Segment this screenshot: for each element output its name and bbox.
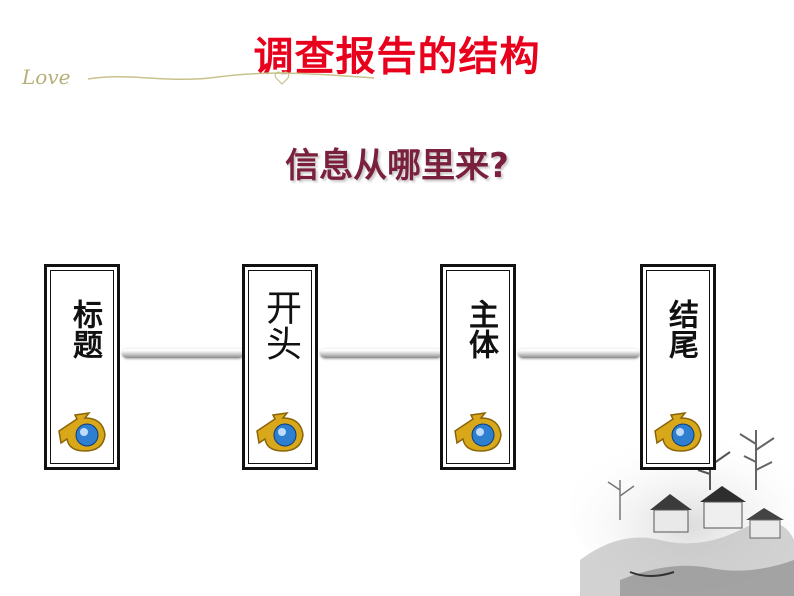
blender-logo-icon[interactable] — [253, 405, 309, 455]
love-decoration-text: Love — [21, 65, 70, 89]
ink-landscape-image — [570, 430, 794, 596]
blender-logo-icon[interactable] — [55, 405, 111, 455]
card-ending: 结尾 — [640, 264, 716, 470]
love-decoration: Love — [21, 65, 375, 89]
blender-logo-icon[interactable] — [451, 405, 507, 455]
connector-line — [320, 348, 442, 358]
connector-line — [122, 348, 244, 358]
slide-title: 调查报告的结构 — [253, 34, 541, 80]
connector-line — [518, 348, 640, 358]
card-label: 主体 — [463, 299, 498, 359]
card-opening: 开头 — [242, 264, 318, 470]
slide-subtitle: 信息从哪里来? — [285, 146, 509, 186]
card-label: 开头 — [260, 289, 301, 361]
card-body: 主体 — [440, 264, 516, 470]
card-label: 标题 — [67, 299, 102, 359]
card-label: 结尾 — [663, 299, 698, 359]
blender-logo-icon[interactable] — [651, 405, 707, 455]
card-title: 标题 — [44, 264, 120, 470]
